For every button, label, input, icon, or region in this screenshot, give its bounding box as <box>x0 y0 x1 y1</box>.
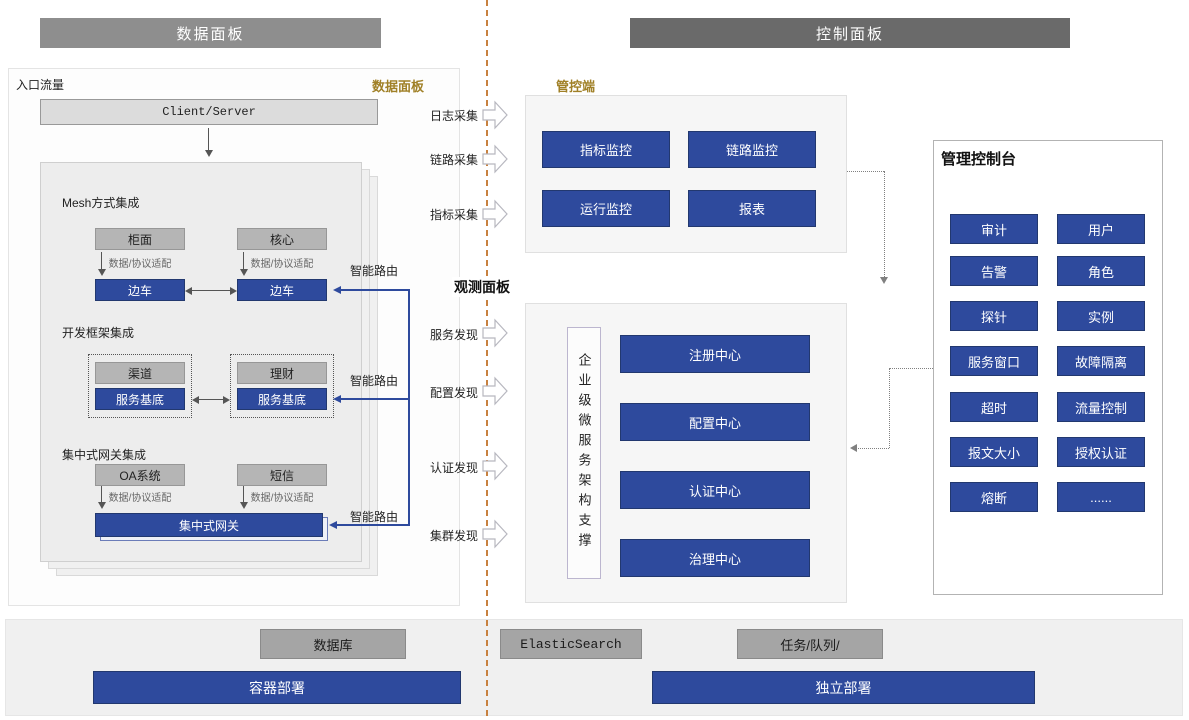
console-item-audit: 审计 <box>950 214 1038 244</box>
report-node: 报表 <box>688 190 816 227</box>
observe-panel-title: 观测面板 <box>452 277 512 297</box>
arrow-down-icon <box>239 486 248 509</box>
route-line-2 <box>333 394 408 403</box>
dotted-connector <box>853 448 889 449</box>
dotted-arrow-left-icon <box>846 444 857 452</box>
data-panel-tag: 数据面板 <box>372 79 425 94</box>
console-item-fault-isolation: 故障隔离 <box>1057 346 1145 376</box>
auth-center-node: 认证中心 <box>620 471 810 509</box>
dotted-connector <box>889 368 933 369</box>
dotted-arrow-down-icon <box>880 277 888 288</box>
console-item-role: 角色 <box>1057 256 1145 286</box>
gateway-bar: 集中式网关 <box>95 513 323 537</box>
mesh-app-left-node: 柜面 <box>95 228 185 250</box>
dotted-connector <box>847 171 884 172</box>
smart-route-label-2: 智能路由 <box>350 374 399 388</box>
flow-label-cluster-discovery: 集群发现 <box>429 529 478 543</box>
gateway-section-title: 集中式网关集成 <box>62 448 147 462</box>
chevron-right-icon <box>482 376 508 411</box>
vertical-divider <box>486 0 488 716</box>
route-line-1 <box>333 285 408 294</box>
console-item-flow-control: 流量控制 <box>1057 392 1145 422</box>
dotted-connector <box>884 171 885 277</box>
console-item-probe: 探针 <box>950 301 1038 331</box>
adapter-note-left: 数据/协议适配 <box>108 493 172 504</box>
adapter-note-left: 数据/协议适配 <box>108 259 172 270</box>
console-item-instance: 实例 <box>1057 301 1145 331</box>
framework-section-title: 开发框架集成 <box>62 326 135 340</box>
service-base-right-node: 服务基底 <box>237 388 327 410</box>
chevron-right-icon <box>482 144 508 179</box>
config-center-node: 配置中心 <box>620 403 810 441</box>
flow-label-metric: 指标采集 <box>429 208 478 222</box>
arrow-down-icon <box>239 252 248 276</box>
adapter-note-right: 数据/协议适配 <box>250 259 314 270</box>
console-item-authorization: 授权认证 <box>1057 437 1145 467</box>
gateway-app-right-node: 短信 <box>237 464 327 486</box>
console-item-circuit-break: 熔断 <box>950 482 1038 512</box>
control-end-tag: 管控端 <box>556 79 596 94</box>
arrow-both-icon <box>189 290 233 291</box>
control-panel-header: 控制面板 <box>630 18 1070 48</box>
arrow-both-icon <box>196 399 226 400</box>
support-vertical-box: 企业级微服务架构支撑 <box>567 327 601 579</box>
console-item-user: 用户 <box>1057 214 1145 244</box>
sidecar-right-node: 边车 <box>237 279 327 301</box>
flow-label-log: 日志采集 <box>429 109 478 123</box>
chevron-right-icon <box>482 199 508 234</box>
framework-group-left <box>88 354 192 418</box>
arrow-down-icon <box>97 486 106 509</box>
framework-app-left-node: 渠道 <box>95 362 185 384</box>
trace-monitor-node: 链路监控 <box>688 131 816 168</box>
flow-label-auth-discovery: 认证发现 <box>429 461 478 475</box>
console-item-message-size: 报文大小 <box>950 437 1038 467</box>
mesh-section-title: Mesh方式集成 <box>62 196 140 210</box>
sidecar-left-node: 边车 <box>95 279 185 301</box>
flow-label-config-discovery: 配置发现 <box>429 386 478 400</box>
framework-group-right <box>230 354 334 418</box>
console-item-more: ...... <box>1057 482 1145 512</box>
support-vertical-label: 企业级微服务架构支撑 <box>576 353 592 553</box>
flow-label-service-discovery: 服务发现 <box>429 328 478 342</box>
client-server-node: Client/Server <box>40 99 378 125</box>
console-item-alert: 告警 <box>950 256 1038 286</box>
route-line-3 <box>329 520 408 529</box>
console-item-service-window: 服务窗口 <box>950 346 1038 376</box>
route-line-vertical <box>408 289 410 526</box>
registry-center-node: 注册中心 <box>620 335 810 373</box>
metric-monitor-node: 指标监控 <box>542 131 670 168</box>
data-panel-header: 数据面板 <box>40 18 381 48</box>
service-base-left-node: 服务基底 <box>95 388 185 410</box>
governance-center-node: 治理中心 <box>620 539 810 577</box>
chevron-right-icon <box>482 451 508 486</box>
chevron-right-icon <box>482 519 508 554</box>
console-item-timeout: 超时 <box>950 392 1038 422</box>
standalone-deploy-bar: 独立部署 <box>652 671 1035 704</box>
adapter-note-right: 数据/协议适配 <box>250 493 314 504</box>
database-node: 数据库 <box>260 629 406 659</box>
elasticsearch-node: ElasticSearch <box>500 629 642 659</box>
smart-route-label-1: 智能路由 <box>350 264 399 278</box>
runtime-monitor-node: 运行监控 <box>542 190 670 227</box>
flow-label-trace: 链路采集 <box>429 153 478 167</box>
management-console-title: 管理控制台 <box>941 151 1017 168</box>
arrow-down-icon <box>204 128 213 157</box>
task-queue-node: 任务/队列/ <box>737 629 883 659</box>
dotted-connector <box>889 368 890 448</box>
mesh-app-right-node: 核心 <box>237 228 327 250</box>
chevron-right-icon <box>482 100 508 135</box>
smart-route-label-3: 智能路由 <box>350 510 399 524</box>
arrow-down-icon <box>97 252 106 276</box>
monitor-panel <box>525 95 847 253</box>
chevron-right-icon <box>482 318 508 353</box>
framework-app-right-node: 理财 <box>237 362 327 384</box>
entry-traffic-label: 入口流量 <box>16 78 65 92</box>
gateway-app-left-node: OA系统 <box>95 464 185 486</box>
container-deploy-bar: 容器部署 <box>93 671 461 704</box>
